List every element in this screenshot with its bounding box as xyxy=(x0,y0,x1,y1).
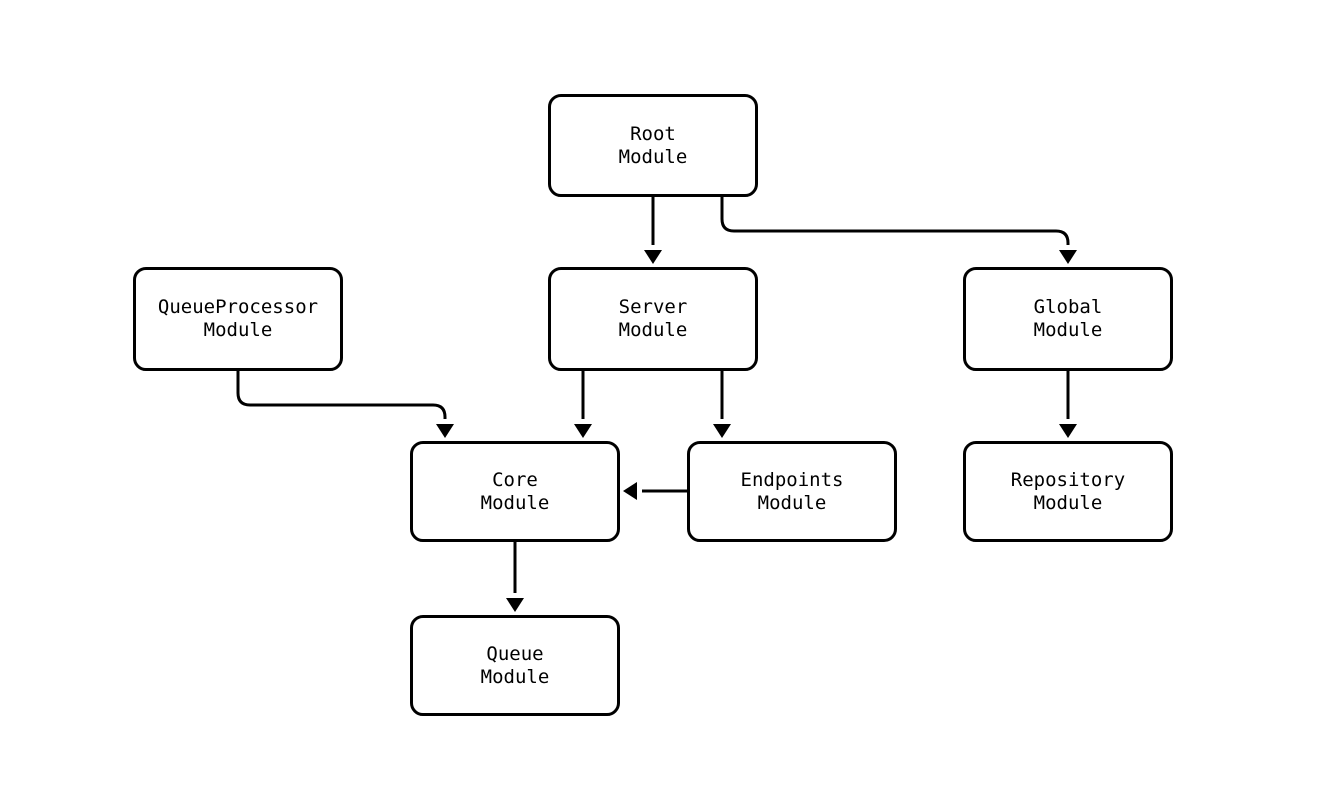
node-repository-line2: Module xyxy=(1033,491,1103,514)
node-global[interactable]: Global Module xyxy=(963,267,1173,371)
node-endpoints-line2: Module xyxy=(757,491,827,514)
node-queue-line1: Queue xyxy=(486,642,544,665)
node-core-line2: Module xyxy=(480,491,550,514)
arrowhead-endpoints-core xyxy=(623,482,637,500)
node-queue-line2: Module xyxy=(480,665,550,688)
edge-root-global xyxy=(720,197,1070,245)
node-queueprocessor[interactable]: QueueProcessor Module xyxy=(133,267,343,371)
arrowhead-server-endpoints xyxy=(713,424,731,438)
node-server-line2: Module xyxy=(618,319,688,341)
node-queueprocessor-line2: Module xyxy=(203,319,273,341)
edge-queueprocessor-core xyxy=(236,371,447,419)
arrowhead-server-core xyxy=(574,424,592,438)
node-root-line1: Root xyxy=(630,122,676,145)
node-root-line2: Module xyxy=(618,145,688,168)
arrowhead-root-global xyxy=(1059,250,1077,264)
node-root[interactable]: Root Module xyxy=(548,94,758,197)
node-global-line1: Global xyxy=(1033,296,1103,318)
arrowhead-global-repository xyxy=(1059,424,1077,438)
node-core[interactable]: Core Module xyxy=(410,441,620,542)
node-core-line1: Core xyxy=(492,468,538,491)
node-server[interactable]: Server Module xyxy=(548,267,758,371)
node-endpoints[interactable]: Endpoints Module xyxy=(687,441,897,542)
node-global-line2: Module xyxy=(1033,319,1103,341)
node-repository-line1: Repository xyxy=(1010,468,1126,491)
arrowhead-queueprocessor-core xyxy=(436,424,454,438)
arrowhead-root-server xyxy=(644,250,662,264)
node-queue[interactable]: Queue Module xyxy=(410,615,620,716)
node-repository[interactable]: Repository Module xyxy=(963,441,1173,542)
arrowhead-core-queue xyxy=(506,598,524,612)
node-queueprocessor-line1: QueueProcessor xyxy=(157,296,319,318)
node-endpoints-line1: Endpoints xyxy=(740,468,844,491)
node-server-line1: Server xyxy=(618,296,688,318)
